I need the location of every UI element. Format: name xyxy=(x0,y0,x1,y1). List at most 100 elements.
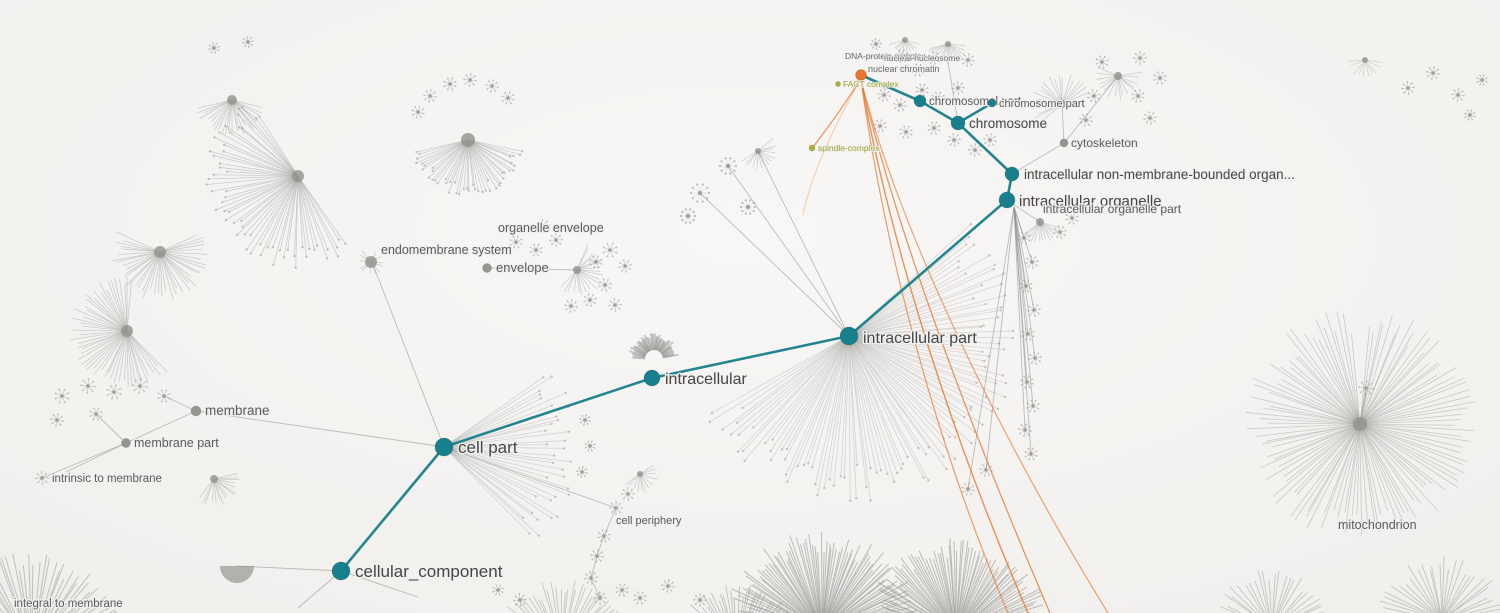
cluster-center-node[interactable] xyxy=(637,471,643,477)
collapsed-node-star[interactable] xyxy=(1025,255,1039,269)
collapsed-node-star[interactable] xyxy=(80,378,96,394)
collapsed-node-star[interactable] xyxy=(1020,375,1034,389)
node-cluster-fan[interactable] xyxy=(1245,311,1475,534)
collapsed-node-star[interactable] xyxy=(1021,327,1035,341)
collapsed-node-star[interactable] xyxy=(1027,303,1041,317)
collapsed-node-flower[interactable] xyxy=(739,199,757,215)
cluster-center-node[interactable] xyxy=(121,325,133,337)
collapsed-node-star[interactable] xyxy=(615,583,629,597)
collapsed-node-star[interactable] xyxy=(633,591,647,605)
collapsed-node-star[interactable] xyxy=(54,388,70,404)
collapsed-node-star[interactable] xyxy=(513,593,527,607)
cluster-center-node[interactable] xyxy=(1362,57,1368,63)
collapsed-node-flower[interactable] xyxy=(718,157,738,175)
collapsed-node-star[interactable] xyxy=(132,378,148,394)
node-cluster-fan[interactable] xyxy=(1348,57,1383,77)
collapsed-node-star[interactable] xyxy=(1026,399,1040,413)
node-cluster-fan[interactable] xyxy=(199,472,241,505)
node-cluster-fan[interactable] xyxy=(1213,569,1326,613)
collapsed-node-star[interactable] xyxy=(492,584,504,596)
collapsed-node-star[interactable] xyxy=(927,51,941,65)
go-term-node-chromosomal-part[interactable] xyxy=(913,94,927,108)
collapsed-node-star[interactable] xyxy=(242,36,254,48)
collapsed-node-star[interactable] xyxy=(1079,113,1093,127)
node-cluster-fan[interactable] xyxy=(415,133,524,196)
collapsed-node-star[interactable] xyxy=(961,482,975,496)
cluster-center-node[interactable] xyxy=(154,246,166,258)
collapsed-node-flower[interactable] xyxy=(689,183,711,203)
collapsed-node-star[interactable] xyxy=(899,125,913,139)
cluster-center-node[interactable] xyxy=(227,95,237,105)
collapsed-node-star[interactable] xyxy=(583,293,597,307)
node-cluster-fan[interactable] xyxy=(70,277,168,387)
collapsed-node-star[interactable] xyxy=(50,413,64,427)
node-cluster-fan[interactable] xyxy=(629,333,679,360)
collapsed-subtree-disc[interactable] xyxy=(220,566,254,583)
collapsed-node-star[interactable] xyxy=(911,63,925,77)
collapsed-node-star[interactable] xyxy=(1024,447,1038,461)
node-cluster-fan[interactable] xyxy=(359,250,384,275)
collapsed-node-star[interactable] xyxy=(584,440,596,452)
collapsed-node-star[interactable] xyxy=(549,233,563,247)
collapsed-node-star[interactable] xyxy=(1087,89,1101,103)
collapsed-node-star[interactable] xyxy=(609,501,623,515)
collapsed-node-star[interactable] xyxy=(579,414,591,426)
collapsed-node-star[interactable] xyxy=(1017,231,1031,245)
go-term-node-membrane-part[interactable] xyxy=(121,438,131,448)
node-cluster-fan[interactable] xyxy=(731,531,918,613)
node-cluster-fan[interactable] xyxy=(1023,218,1060,243)
go-term-node-intracellular-part[interactable] xyxy=(839,326,859,346)
collapsed-node-star[interactable] xyxy=(1451,88,1465,102)
collapsed-node-star[interactable] xyxy=(443,77,457,91)
collapsed-node-star[interactable] xyxy=(927,121,941,135)
collapsed-node-star[interactable] xyxy=(589,255,603,269)
collapsed-node-star[interactable] xyxy=(597,529,611,543)
collapsed-node-star[interactable] xyxy=(895,49,909,63)
collapsed-node-star[interactable] xyxy=(1401,81,1415,95)
collapsed-node-star[interactable] xyxy=(1053,225,1067,239)
node-cluster-fan[interactable] xyxy=(503,580,621,613)
node-cluster-fan[interactable] xyxy=(197,95,262,135)
collapsed-node-star[interactable] xyxy=(1358,380,1374,396)
node-cluster-fan[interactable] xyxy=(111,231,208,300)
go-term-node-chromosome-part[interactable] xyxy=(987,98,997,108)
collapsed-node-star[interactable] xyxy=(106,384,122,400)
cluster-center-node[interactable] xyxy=(292,170,304,182)
go-term-node-envelope[interactable] xyxy=(482,263,492,273)
collapsed-node-star[interactable] xyxy=(693,593,707,607)
node-cluster-fan[interactable] xyxy=(928,41,966,65)
collapsed-node-star[interactable] xyxy=(564,299,578,313)
cluster-center-node[interactable] xyxy=(902,37,908,43)
collapsed-node-star[interactable] xyxy=(877,88,891,102)
collapsed-node-star[interactable] xyxy=(1133,51,1147,65)
collapsed-node-flower[interactable] xyxy=(679,208,697,224)
collapsed-node-star[interactable] xyxy=(915,83,929,97)
collapsed-node-star[interactable] xyxy=(411,105,425,119)
node-cluster-fan[interactable] xyxy=(1096,66,1143,100)
cluster-center-node[interactable] xyxy=(365,256,377,268)
collapsed-node-star[interactable] xyxy=(1131,89,1145,103)
collapsed-node-star[interactable] xyxy=(947,133,961,147)
collapsed-node-star[interactable] xyxy=(576,466,588,478)
collapsed-node-star[interactable] xyxy=(893,98,907,112)
collapsed-node-star[interactable] xyxy=(873,119,887,133)
go-term-node-intracellular-non-membrane-bounded-organelle[interactable] xyxy=(1004,166,1020,182)
collapsed-node-star[interactable] xyxy=(1028,351,1042,365)
collapsed-node-star[interactable] xyxy=(89,407,103,421)
node-cluster-fan[interactable] xyxy=(625,464,658,493)
go-term-node-nuclear-chromatin[interactable] xyxy=(855,69,867,81)
go-term-node-chromosome[interactable] xyxy=(950,115,966,131)
collapsed-node-star[interactable] xyxy=(1018,423,1032,437)
node-cluster-fan[interactable] xyxy=(1379,555,1500,613)
collapsed-node-star[interactable] xyxy=(608,298,622,312)
go-term-node-fact-complex[interactable] xyxy=(835,81,841,87)
node-cluster-fan[interactable] xyxy=(708,222,1015,503)
collapsed-node-star[interactable] xyxy=(509,235,523,249)
collapsed-node-star[interactable] xyxy=(529,243,543,257)
collapsed-node-star[interactable] xyxy=(870,38,882,50)
collapsed-node-star[interactable] xyxy=(35,471,49,485)
collapsed-node-star[interactable] xyxy=(1143,111,1157,125)
collapsed-node-star[interactable] xyxy=(931,91,945,105)
go-term-node-spindle-complex[interactable] xyxy=(808,144,816,152)
collapsed-node-star[interactable] xyxy=(1095,55,1109,69)
